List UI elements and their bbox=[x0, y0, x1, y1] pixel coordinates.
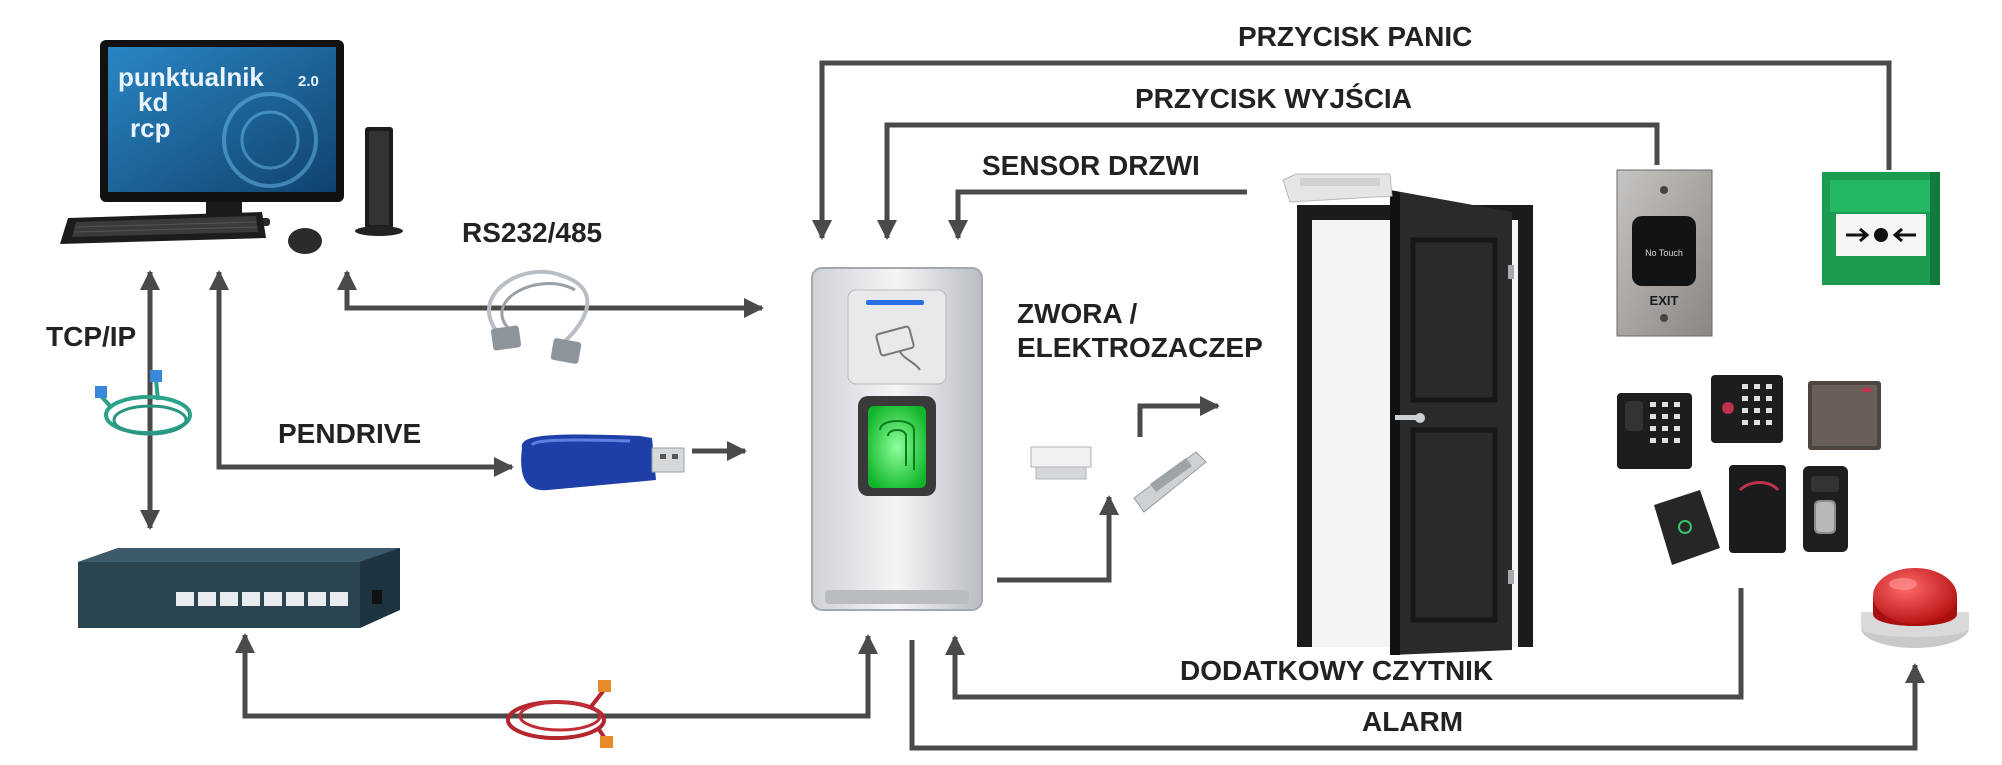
door-sensor-line bbox=[948, 189, 1247, 240]
card-reader-square-icon bbox=[1808, 381, 1881, 450]
lock-label-line2: ELEKTROZACZEP bbox=[1017, 332, 1263, 363]
lock-output-line bbox=[997, 495, 1119, 583]
pendrive-line bbox=[209, 270, 514, 477]
monitor-logo-line2: kd bbox=[138, 87, 168, 117]
card-reader-tall-icon bbox=[1729, 465, 1786, 553]
mini-pc-icon bbox=[355, 127, 403, 236]
extra-reader-line bbox=[945, 588, 1744, 700]
serial-cable-icon bbox=[487, 269, 590, 364]
rs232-line bbox=[337, 270, 764, 318]
computer-workstation: punktualnik 2.0 kd rcp bbox=[60, 40, 403, 254]
panic-button-device bbox=[1822, 172, 1940, 285]
door-icon bbox=[1297, 190, 1533, 655]
card-reader-tilted-icon bbox=[1654, 490, 1720, 565]
fingerprint-reader-device bbox=[811, 267, 983, 611]
exit-button-line bbox=[877, 122, 1660, 240]
alarm-label: ALARM bbox=[1362, 706, 1463, 737]
ethernet-cable-green-icon bbox=[95, 370, 192, 436]
lock-label-line1: ZWORA / bbox=[1017, 298, 1137, 329]
switch-to-reader-line bbox=[235, 633, 878, 719]
fingerprint-reader-small-icon bbox=[1803, 466, 1848, 552]
alarm-line bbox=[909, 640, 1925, 751]
monitor-screen bbox=[108, 47, 336, 192]
monitor-logo-line1: punktualnik bbox=[118, 62, 264, 92]
connection-lines bbox=[140, 60, 1925, 751]
rs232-label: RS232/485 bbox=[462, 217, 602, 248]
mouse-icon bbox=[288, 228, 322, 254]
monitor-logo-line3: rcp bbox=[130, 113, 170, 143]
exit-label: PRZYCISK WYJŚCIA bbox=[1135, 83, 1412, 114]
exit-text: EXIT bbox=[1650, 293, 1679, 308]
tcpip-label: TCP/IP bbox=[46, 321, 136, 352]
door-leaf bbox=[1390, 190, 1512, 655]
door-closer-icon bbox=[1282, 173, 1393, 203]
panic-button-line bbox=[812, 60, 1892, 240]
ethernet-cable-red-icon bbox=[506, 680, 613, 748]
usb-pendrive-icon bbox=[521, 434, 685, 491]
card-reader-icon bbox=[875, 325, 915, 357]
keypad-reader-2-icon bbox=[1711, 375, 1783, 443]
door-sensor-label: SENSOR DRZWI bbox=[982, 150, 1200, 181]
keyboard-icon bbox=[60, 212, 266, 244]
electric-strike-icon bbox=[1133, 451, 1207, 513]
network-switch-icon bbox=[78, 548, 400, 628]
keypad-reader-1-icon bbox=[1617, 393, 1692, 469]
lock-upper-arrow bbox=[1137, 396, 1220, 437]
alarm-button-icon bbox=[1861, 568, 1969, 648]
labels: PRZYCISK PANIC PRZYCISK WYJŚCIA SENSOR D… bbox=[46, 21, 1493, 737]
exit-button-device: No Touch EXIT bbox=[1616, 169, 1713, 337]
monitor-logo-version: 2.0 bbox=[298, 73, 319, 90]
panic-label: PRZYCISK PANIC bbox=[1238, 21, 1472, 52]
pendrive-label: PENDRIVE bbox=[278, 418, 421, 449]
magnetic-lock-icon bbox=[1030, 446, 1092, 480]
fingerprint-sensor-icon bbox=[868, 406, 926, 488]
extra-readers-group bbox=[1617, 375, 1881, 565]
no-touch-text: No Touch bbox=[1645, 248, 1683, 258]
extra-reader-label: DODATKOWY CZYTNIK bbox=[1180, 655, 1493, 686]
